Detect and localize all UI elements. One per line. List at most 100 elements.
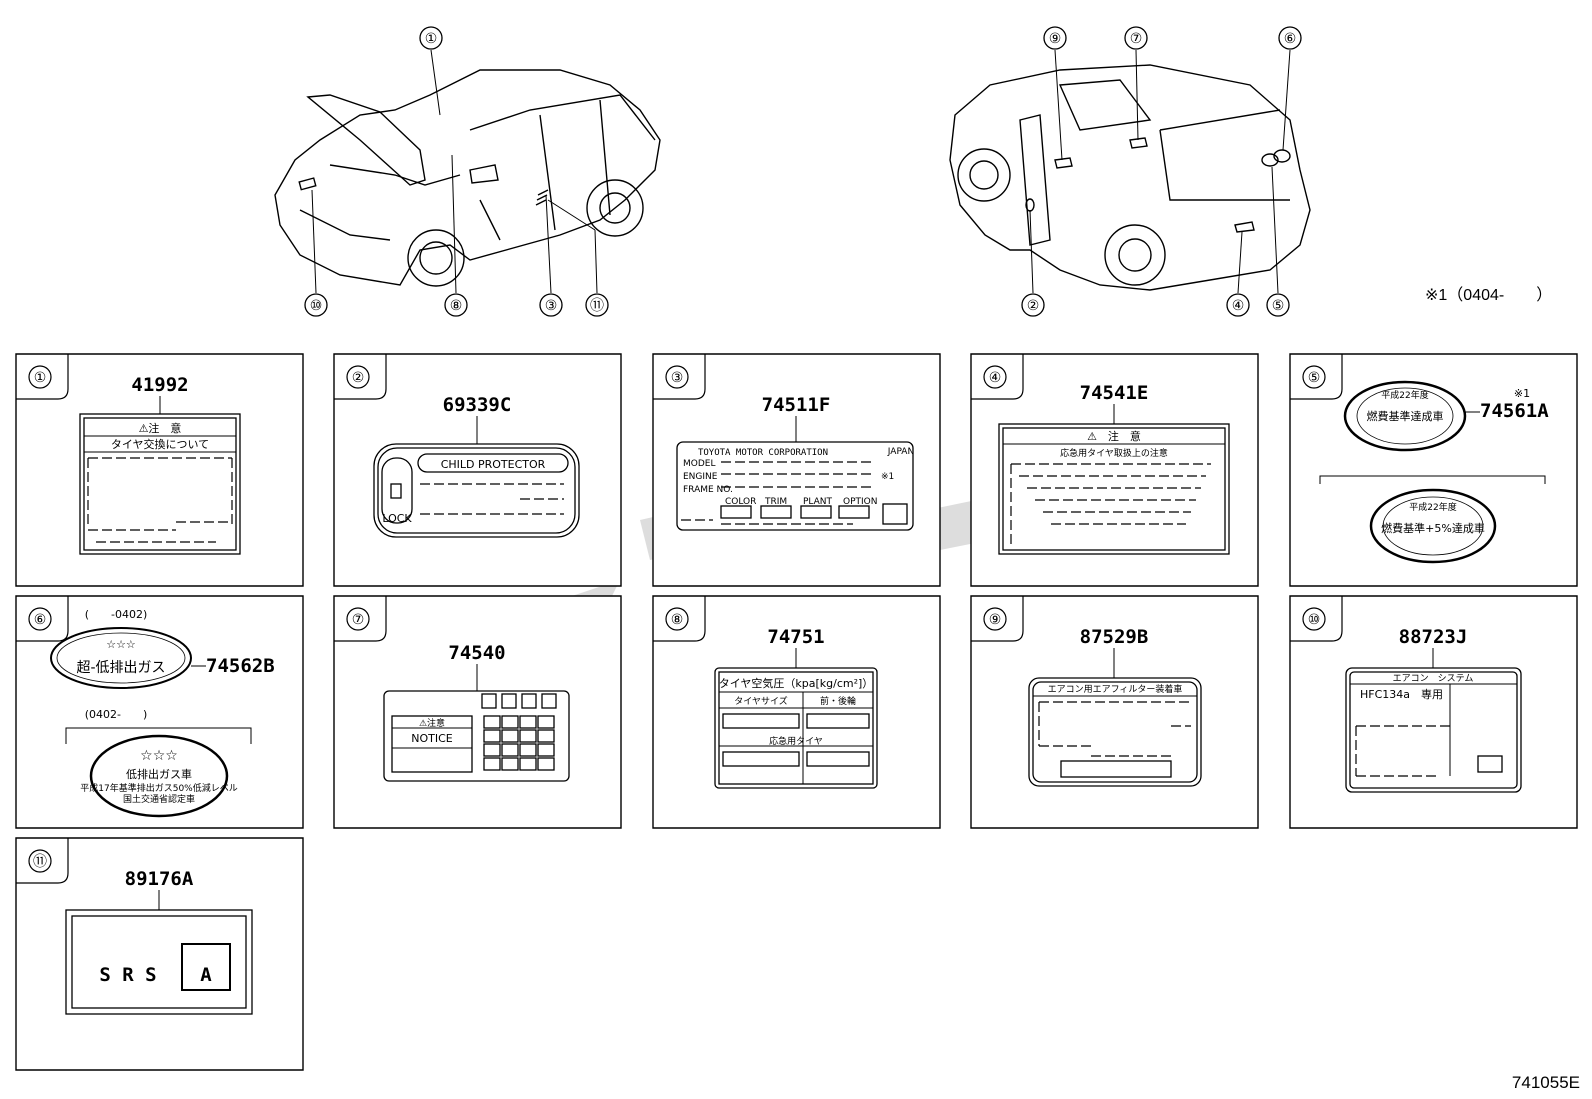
panel-number: ⑨ (989, 612, 1002, 628)
emission-text-2: 低排出ガス車 (126, 767, 192, 781)
date-range-2: (0402- ) (85, 708, 148, 721)
rear-vehicle-illustration (949, 64, 1311, 291)
panel-number: ② (352, 370, 365, 386)
label-panel-7: ⑦ 74540 ⚠注意 NOTICE (333, 595, 622, 829)
part-number: 87529B (1080, 626, 1149, 648)
child-protector-title: CHILD PROTECTOR (441, 458, 546, 471)
engine-text: ENGINE (683, 472, 718, 482)
refrigerant-text: HFC134a 専用 (1360, 688, 1443, 701)
rear-leader-lines (1029, 49, 1291, 294)
fuel-standard-text-2: 燃費基準+5%達成車 (1381, 521, 1485, 535)
year-text-1: 平成22年度 (1381, 389, 1428, 401)
callout-3: ③ (545, 298, 558, 314)
callout-1: ① (425, 31, 438, 47)
color-text: COLOR (725, 497, 756, 507)
panel-number: ⑤ (1308, 370, 1321, 386)
callout-4: ④ (1232, 298, 1245, 314)
stars-1: ☆☆☆ (106, 638, 136, 651)
callout-2: ② (1027, 298, 1040, 314)
note-marker: ※1 (1514, 387, 1530, 400)
panel-number: ④ (989, 370, 1002, 386)
panel-number-circle (346, 365, 370, 389)
srs-a-text: A (200, 964, 212, 986)
front-leader-lines (311, 49, 598, 294)
panel-number-circle (346, 607, 370, 631)
option-text: OPTION (843, 497, 877, 507)
emission-fine-2: 国土交通省認定車 (123, 793, 195, 805)
callout-10: ⑩ (310, 298, 323, 314)
part-number: 88723J (1399, 626, 1468, 648)
panel-number: ⑩ (1308, 612, 1321, 628)
panel-number: ⑪ (33, 854, 47, 870)
date-range-1: ( -0402) (85, 608, 148, 621)
panel-number-circle (665, 365, 689, 389)
part-number: 74561A (1480, 400, 1549, 422)
frame-text: FRAME NO. (683, 485, 733, 495)
part-number: 74562B (206, 655, 275, 677)
tire-change-text: タイヤ交換について (111, 437, 209, 451)
panel-number-circle (665, 607, 689, 631)
tire-pressure-title: タイヤ空気圧（kpa[kg/cm²]） (719, 676, 874, 690)
caution-title: ⚠注 意 (139, 421, 182, 435)
spare-tire-text: 応急用タイヤ (769, 735, 823, 747)
part-number: 74751 (767, 626, 824, 648)
callout-5: ⑤ (1272, 298, 1285, 314)
diagram-code: 741055E (1511, 1073, 1580, 1092)
caution-title: ⚠ 注 意 (1087, 429, 1141, 443)
emission-fine-1: 平成17年基準排出ガス50%低減レベル (80, 782, 237, 794)
panel-number-circle (1302, 365, 1326, 389)
part-number: 41992 (131, 374, 188, 396)
emission-text-1: 超-低排出ガス (76, 660, 165, 676)
air-filter-title: エアコン用エアフィルター装着車 (1048, 683, 1183, 695)
aircon-title: エアコン システム (1393, 673, 1474, 684)
panel-number: ⑥ (34, 612, 47, 628)
lock-text: LOCK (382, 512, 412, 525)
panel-number: ⑧ (671, 612, 684, 628)
callout-9: ⑨ (1049, 31, 1062, 47)
plant-text: PLANT (803, 497, 833, 507)
part-number: 69339C (443, 394, 512, 416)
callout-6: ⑥ (1284, 31, 1297, 47)
caution-text: ⚠注意 (419, 717, 445, 729)
part-number: 74540 (448, 642, 505, 664)
spare-tire-text: 応急用タイヤ取扱上の注意 (1060, 447, 1168, 459)
panel-number-circle (28, 365, 52, 389)
label-panel-2: ② 69339C CHILD PROTECTOR LOCK (333, 353, 622, 587)
note-text: ※1 (881, 472, 894, 482)
label-panel-8: ⑧ 74751 タイヤ空気圧（kpa[kg/cm²]） タイヤサイズ 前・後輪応急用タイ… (652, 595, 941, 829)
front-rear-text: 前・後輪 (820, 695, 856, 707)
panel-number-circle (28, 849, 52, 873)
rear-callouts: ⑨ ⑦ ⑥ ② ④ ⑤ (1021, 26, 1302, 317)
callout-8: ⑧ (450, 298, 463, 314)
panel-number-circle (1302, 607, 1326, 631)
maker-text: TOYOTA MOTOR CORPORATION (698, 448, 828, 458)
srs-text: S R S (99, 964, 156, 986)
panel-number: ⑦ (352, 612, 365, 628)
front-callouts: ① ⑧ ③ ⑪ ⑩ (304, 26, 609, 317)
trim-text: TRIM (764, 497, 787, 507)
tire-size-text: タイヤサイズ (734, 695, 787, 707)
panel-number-circle (983, 365, 1007, 389)
panel-number-circle (28, 607, 52, 631)
front-vehicle-illustration (274, 69, 661, 287)
panel-number: ③ (671, 370, 684, 386)
part-number: 74511F (762, 394, 831, 416)
label-panel-9: ⑨ 87529B エアコン用エアフィルター装着車 (970, 595, 1259, 829)
label-panel-10: ⑩ 88723J エアコン システム HFC134a 専用 (1289, 595, 1578, 829)
notice-text: NOTICE (411, 732, 453, 745)
label-panel-6: ⑥ ( -0402) ☆☆☆ 超-低排出ガス 74562B (0402- ) ☆☆☆ 低排出ガ… (15, 595, 304, 829)
stars-2: ☆☆☆ (140, 748, 178, 764)
year-text-2: 平成22年度 (1409, 501, 1456, 513)
part-number: 74541E (1080, 382, 1149, 404)
panel-number: ① (34, 370, 47, 386)
country-text: JAPAN (887, 447, 914, 457)
fuel-standard-text-1: 燃費基準達成車 (1367, 409, 1444, 423)
callout-7: ⑦ (1130, 31, 1143, 47)
